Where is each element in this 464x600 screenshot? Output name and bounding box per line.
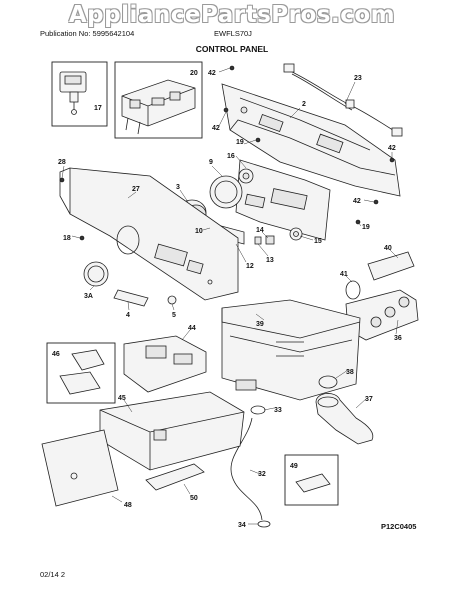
part-41-clamp: [345, 280, 361, 300]
part-44-dispenser-insert: [123, 335, 207, 393]
model-number: EWFLS70J: [214, 29, 252, 38]
part-4-button-strip: [113, 289, 149, 307]
publication-date: 02/14 2: [40, 570, 66, 579]
callout-14: 14: [256, 227, 264, 234]
part-2-console-frame: [221, 83, 401, 197]
part-45-dispenser-drawer: [99, 391, 245, 471]
diagram-title: CONTROL PANEL: [195, 44, 269, 54]
part-48-drawer-front: [41, 429, 119, 507]
callout-5: 5: [172, 312, 176, 319]
part-40-hose: [367, 251, 415, 281]
callout-19b: 19: [362, 224, 370, 231]
callout-32: 32: [258, 471, 266, 478]
part-38-seal: [318, 375, 338, 389]
part-20-control-board: [121, 79, 196, 135]
part-50-slider: [145, 463, 205, 491]
callout-50: 50: [190, 495, 198, 502]
part-37-elbow-hose: [315, 393, 374, 445]
part-17-pressure-switch: [59, 71, 87, 115]
callout-46: 46: [52, 351, 60, 358]
part-23-wire-harness: [283, 63, 403, 137]
callout-42b: 42: [212, 125, 220, 132]
callout-39: 39: [256, 321, 264, 328]
callout-33: 33: [274, 407, 282, 414]
callout-42d: 42: [353, 198, 361, 205]
callout-20: 20: [190, 70, 198, 77]
callout-28: 28: [58, 159, 66, 166]
callout-3: 3: [176, 184, 180, 191]
reference-code: P12C0405: [381, 522, 417, 531]
part-14-button: [265, 235, 275, 245]
part-39-dispenser-housing: [221, 299, 361, 401]
callout-19: 19: [236, 139, 244, 146]
part-49-bracket: [295, 473, 331, 493]
callout-44: 44: [188, 325, 196, 332]
part-27-control-panel: [59, 167, 239, 301]
part-33-clamp: [250, 405, 266, 415]
part-3a-dial-ring: [83, 261, 109, 287]
screws: [59, 65, 395, 241]
callout-41: 41: [340, 271, 348, 278]
part-32-siphon-tube: [230, 417, 263, 521]
watermark: AppliancePartsPros.com: [68, 2, 396, 28]
callout-23: 23: [354, 75, 362, 82]
callout-17: 17: [94, 105, 102, 112]
part-16-electronic-module: [235, 159, 331, 241]
callout-3a: 3A: [84, 293, 93, 300]
part-5-indicator: [167, 295, 177, 305]
callout-12: 12: [246, 263, 254, 270]
callout-34: 34: [238, 522, 246, 529]
callout-15: 15: [314, 238, 322, 245]
callout-9: 9: [209, 159, 213, 166]
callout-36: 36: [394, 335, 402, 342]
callout-42: 42: [208, 70, 216, 77]
callout-4: 4: [126, 312, 130, 319]
callout-45: 45: [118, 395, 126, 402]
callout-10: 10: [195, 228, 203, 235]
callout-2: 2: [302, 101, 306, 108]
part-15-knob: [289, 227, 303, 241]
part-9-selector-ring: [209, 175, 243, 209]
callout-49: 49: [290, 463, 298, 470]
part-13-switch: [254, 236, 262, 245]
callout-48: 48: [124, 502, 132, 509]
publication-number: Publication No: 5995642104: [40, 29, 135, 38]
callout-38: 38: [346, 369, 354, 376]
callout-42c: 42: [388, 145, 396, 152]
callout-27: 27: [132, 186, 140, 193]
callout-40: 40: [384, 245, 392, 252]
part-46-cap: [59, 349, 105, 395]
part-34-clip: [257, 520, 271, 528]
callout-18: 18: [63, 235, 71, 242]
callout-16: 16: [227, 153, 235, 160]
leader-lines: [61, 67, 399, 525]
callout-13: 13: [266, 257, 274, 264]
callout-37: 37: [365, 396, 373, 403]
